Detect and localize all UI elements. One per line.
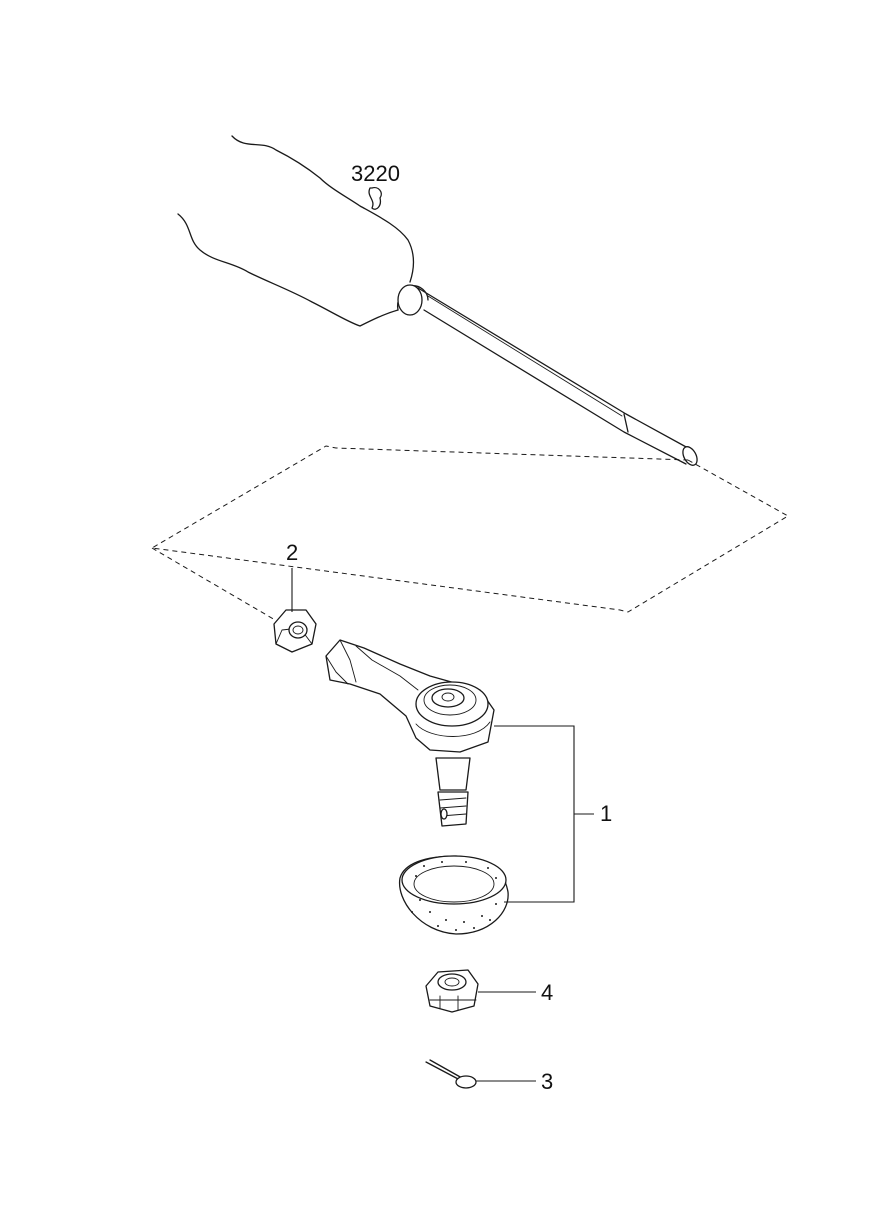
label-part-4: 4: [541, 980, 553, 1005]
label-ref-3220: 3220: [351, 161, 400, 186]
steering-rack-assembly: [177, 135, 698, 466]
label-part-3: 3: [541, 1069, 553, 1094]
cotter-pin-part-3: [425, 1059, 477, 1089]
dust-boot: [398, 855, 509, 935]
nut-guide-line: [151, 547, 283, 625]
tie-rod-end-part-1: [325, 639, 495, 827]
castle-nut-part-4: [425, 969, 479, 1013]
label-part-1: 1: [600, 801, 612, 826]
label-part-2: 2: [286, 540, 298, 565]
indication-plane: [150, 445, 789, 613]
hex-nut-part-2: [273, 609, 317, 653]
leader-part-1: [494, 725, 594, 903]
